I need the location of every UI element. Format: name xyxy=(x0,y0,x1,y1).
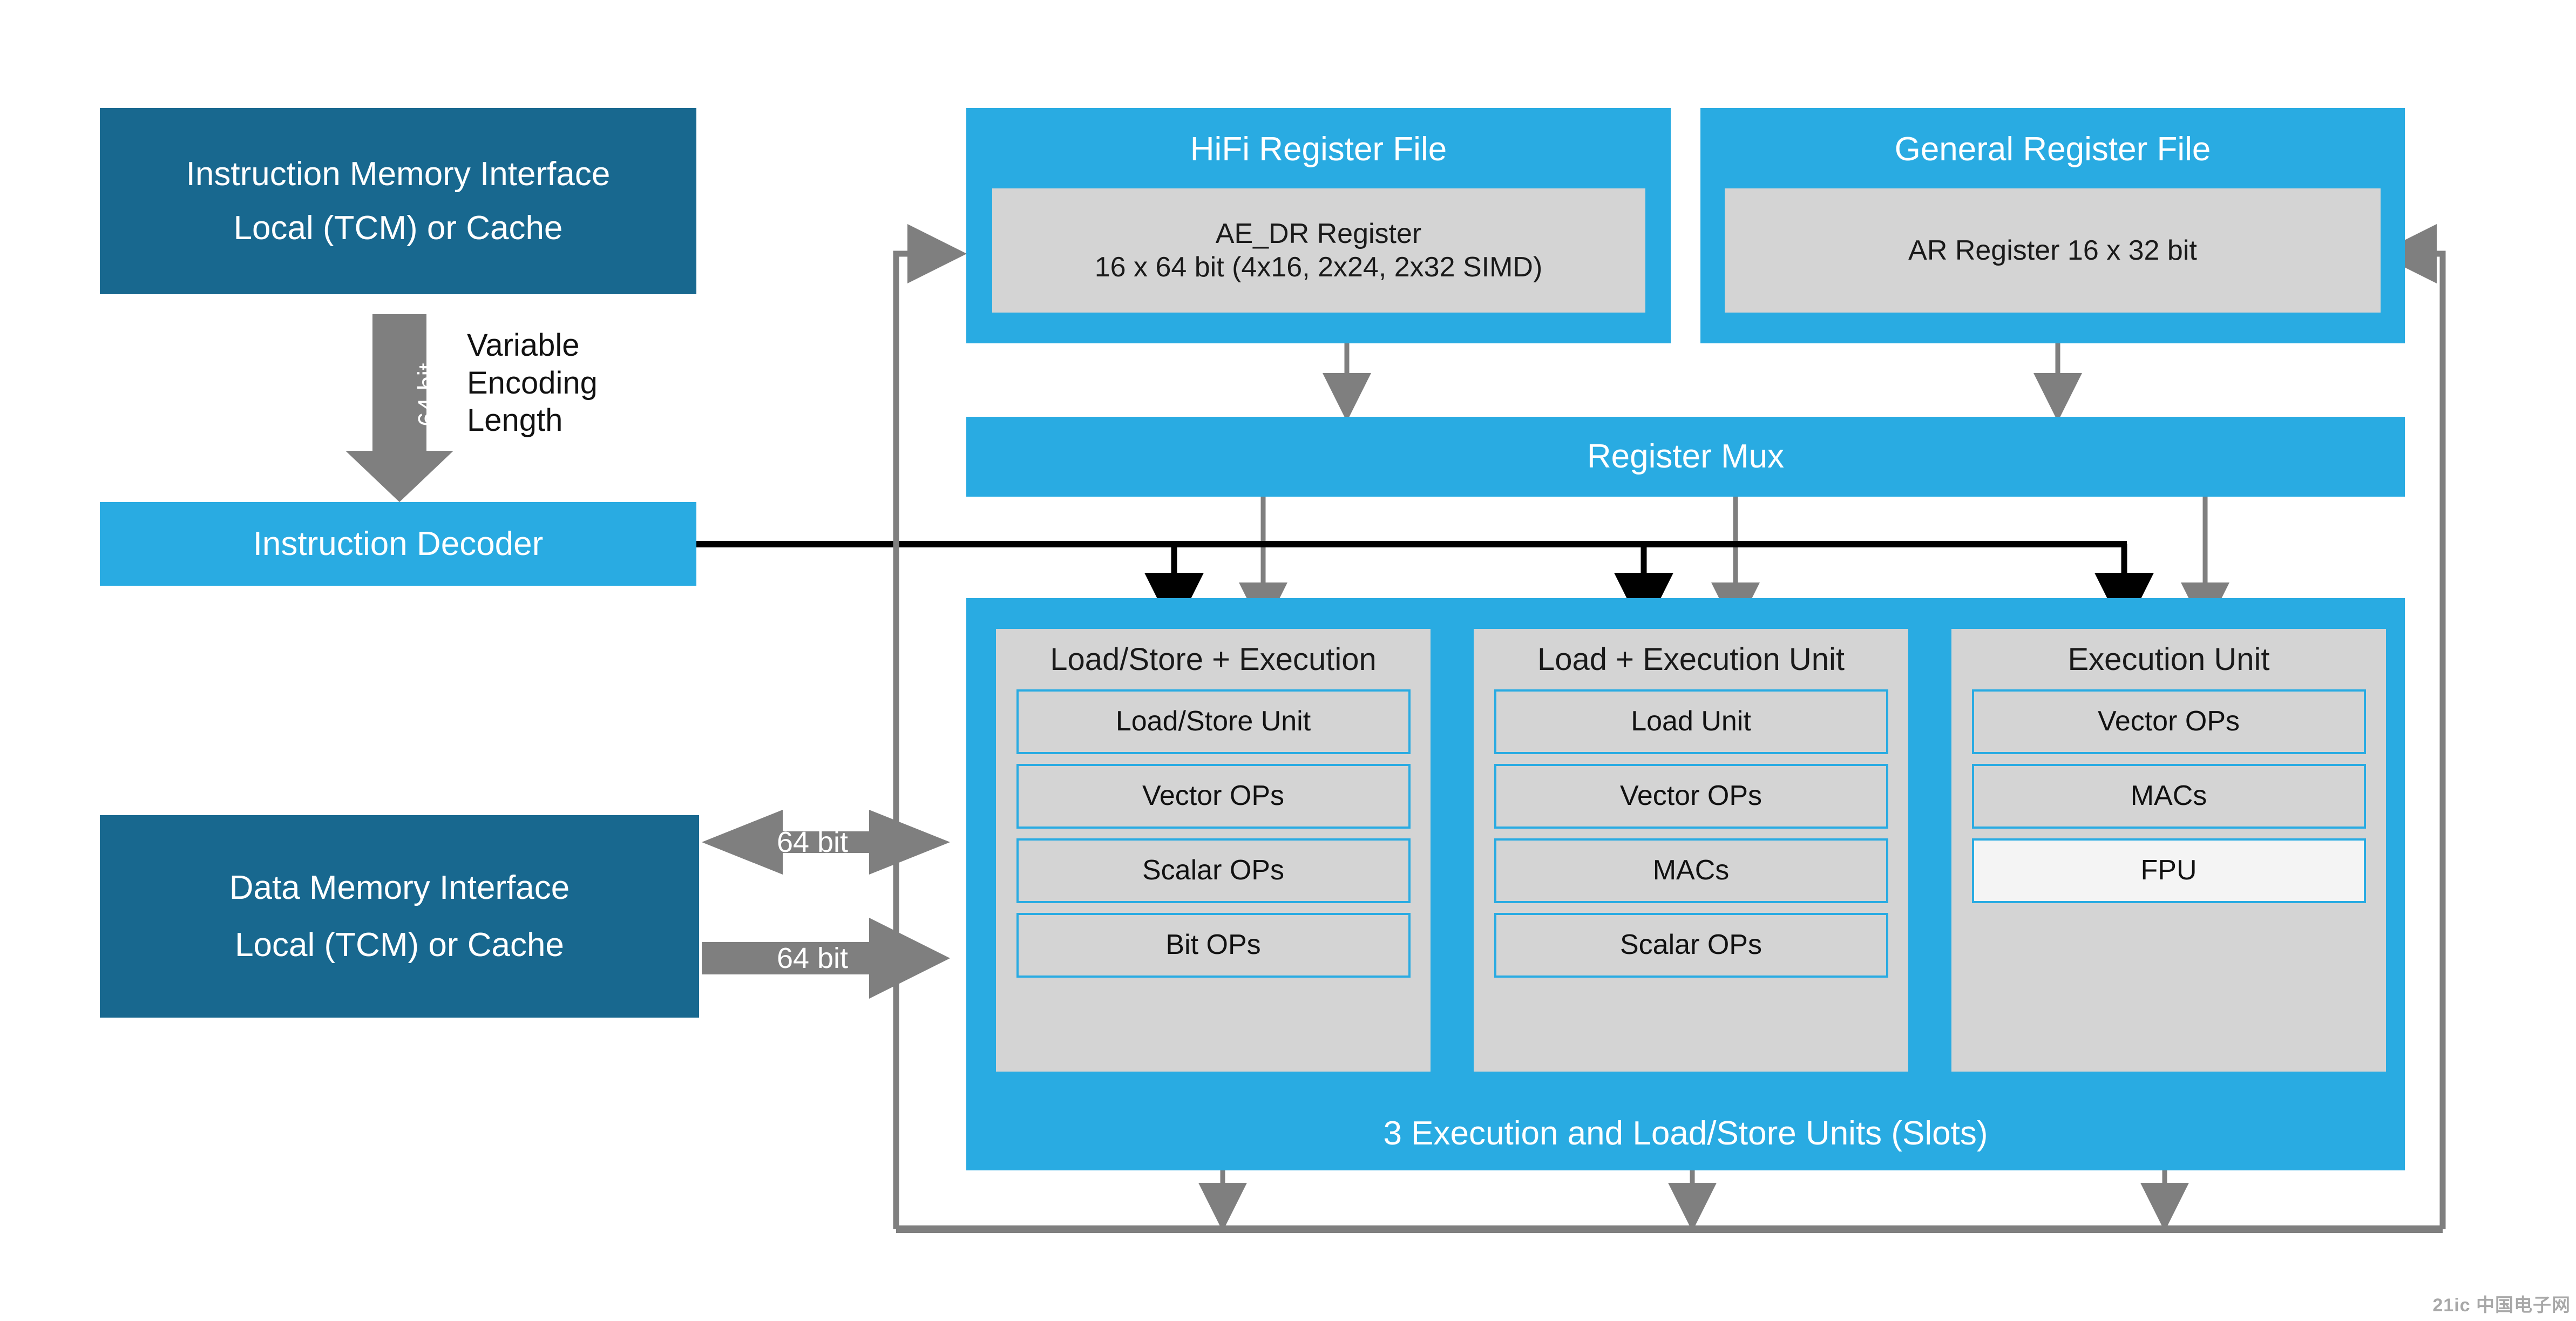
watermark: 21ic 中国电子网 xyxy=(2432,1295,2571,1316)
instruction-memory-line1: Instruction Memory Interface xyxy=(186,155,611,193)
ae-dr-register-line2: 16 x 64 bit (4x16, 2x24, 2x32 SIMD) xyxy=(1094,252,1543,283)
execution-unit-2-op-1[interactable]: Load Unit xyxy=(1494,689,1888,754)
execution-unit-2-op-3[interactable]: MACs xyxy=(1494,838,1888,903)
execution-unit-1-op-1[interactable]: Load/Store Unit xyxy=(1016,689,1411,754)
execution-unit-1-op-2-label: Vector OPs xyxy=(1142,780,1284,812)
general-register-file-title: General Register File xyxy=(1894,131,2211,168)
ar-register-box[interactable]: AR Register 16 x 32 bit xyxy=(1725,188,2381,313)
instruction-memory-line2: Local (TCM) or Cache xyxy=(233,209,563,247)
instruction-decoder-label: Instruction Decoder xyxy=(253,525,544,563)
execution-unit-3-op-1[interactable]: Vector OPs xyxy=(1971,689,2366,754)
execution-unit-1-op-1-label: Load/Store Unit xyxy=(1115,706,1311,737)
execution-unit-3-title: Execution Unit xyxy=(2067,642,2270,677)
execution-unit-1-op-2[interactable]: Vector OPs xyxy=(1016,763,1411,829)
execution-unit-2-op-4[interactable]: Scalar OPs xyxy=(1494,912,1888,978)
wire-writeback-to-hifi xyxy=(893,224,967,1229)
execution-unit-2-op-1-label: Load Unit xyxy=(1631,706,1751,737)
variable-encoding-note: Variable Encoding Length xyxy=(467,327,694,439)
variable-encoding-line2: Encoding xyxy=(467,365,598,401)
instruction-memory-interface[interactable]: Instruction Memory Interface Local (TCM)… xyxy=(100,108,696,294)
execution-unit-3-op-3-label: FPU xyxy=(2140,855,2197,886)
register-mux[interactable]: Register Mux xyxy=(966,417,2405,497)
hifi-register-file-title: HiFi Register File xyxy=(1190,131,1447,168)
data-memory-line2: Local (TCM) or Cache xyxy=(235,926,564,964)
execution-unit-2-op-3-label: MACs xyxy=(1652,855,1730,886)
data-memory-interface[interactable]: Data Memory Interface Local (TCM) or Cac… xyxy=(100,815,699,1018)
execution-unit-1-op-3-label: Scalar OPs xyxy=(1142,855,1284,886)
execution-unit-3-op-3[interactable]: FPU xyxy=(1971,838,2366,903)
data-memory-arrow-top-label: 64 bit xyxy=(776,826,849,858)
general-register-file[interactable]: General Register File AR Register 16 x 3… xyxy=(1700,108,2405,343)
variable-encoding-line1: Variable xyxy=(467,328,580,363)
execution-unit-1-op-4[interactable]: Bit OPs xyxy=(1016,912,1411,978)
execution-unit-2-op-2-label: Vector OPs xyxy=(1620,780,1762,812)
execution-unit-1-op-4-label: Bit OPs xyxy=(1165,929,1261,961)
register-mux-label: Register Mux xyxy=(1587,438,1785,476)
execution-unit-1-op-3[interactable]: Scalar OPs xyxy=(1016,838,1411,903)
execution-unit-2-title: Load + Execution Unit xyxy=(1537,642,1845,677)
execution-unit-3-op-2-label: MACs xyxy=(2130,780,2207,812)
data-memory-arrow-bottom-label: 64 bit xyxy=(776,942,849,974)
execution-unit-3-op-2[interactable]: MACs xyxy=(1971,763,2366,829)
execution-unit-1-title: Load/Store + Execution xyxy=(1050,642,1377,677)
execution-units-footer: 3 Execution and Load/Store Units (Slots) xyxy=(1383,1114,1988,1152)
instruction-decoder[interactable]: Instruction Decoder xyxy=(100,502,696,586)
ae-dr-register-line1: AE_DR Register xyxy=(1215,218,1422,249)
execution-unit-3[interactable]: Execution Unit Vector OPs MACs FPU xyxy=(1951,629,2386,1072)
hifi-register-file[interactable]: HiFi Register File AE_DR Register 16 x 6… xyxy=(966,108,1671,343)
execution-unit-3-op-1-label: Vector OPs xyxy=(2098,706,2240,737)
ar-register-line1: AR Register 16 x 32 bit xyxy=(1908,234,2197,266)
execution-unit-2[interactable]: Load + Execution Unit Load Unit Vector O… xyxy=(1474,629,1908,1072)
ae-dr-register-box[interactable]: AE_DR Register 16 x 64 bit (4x16, 2x24, … xyxy=(992,188,1645,313)
variable-encoding-line3: Length xyxy=(467,403,563,438)
execution-unit-2-op-4-label: Scalar OPs xyxy=(1620,929,1762,961)
data-memory-line1: Data Memory Interface xyxy=(229,869,570,907)
execution-unit-1[interactable]: Load/Store + Execution Load/Store Unit V… xyxy=(996,629,1431,1072)
execution-unit-2-op-2[interactable]: Vector OPs xyxy=(1494,763,1888,829)
instruction-bus-width-label: 64 bit xyxy=(413,363,442,426)
